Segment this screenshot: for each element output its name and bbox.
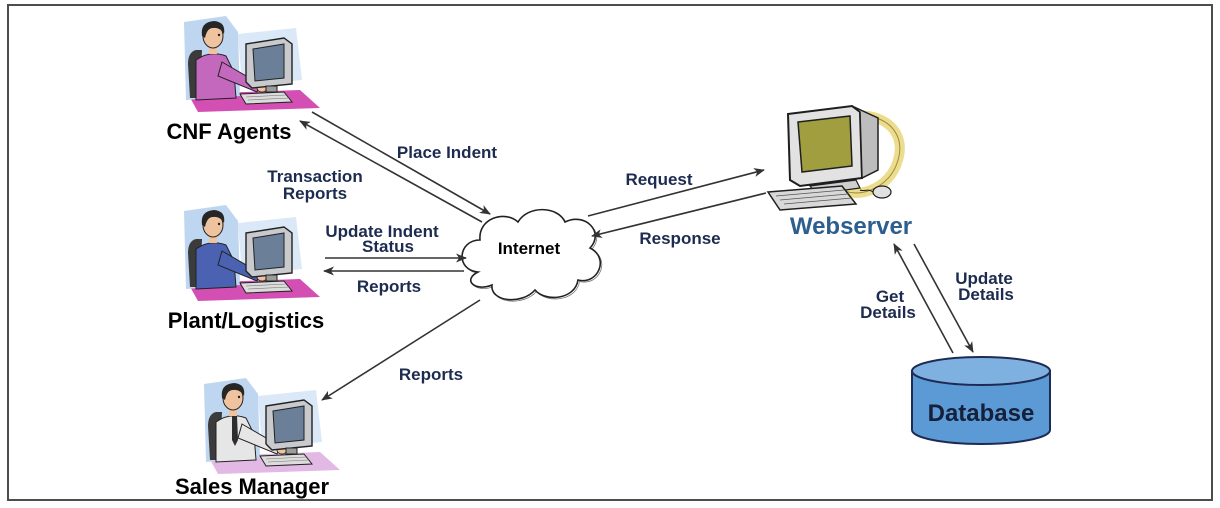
cnf-agents-label: CNF Agents: [166, 119, 291, 144]
edge-label-update-details-line-2: Details: [958, 285, 1014, 304]
edge-label-response: Response: [639, 229, 720, 248]
edge-label-get-details-line-2: Details: [860, 303, 916, 322]
internet-cloud-icon: [461, 208, 602, 301]
edge-label-sales-reports: Reports: [399, 365, 463, 384]
plant-logistics-person-at-computer-icon: [183, 204, 320, 301]
edge-label-request: Request: [625, 170, 692, 189]
arrow-response: [591, 192, 767, 238]
edge-update-indent-status: Update Indent Status: [325, 222, 467, 263]
edge-label-update-indent-status-line-1: Update Indent: [325, 222, 439, 241]
diagram-frame: [7, 4, 1213, 501]
sales-manager-label: Sales Manager: [175, 474, 330, 499]
edge-label-get-details-line-1: Get: [876, 287, 905, 306]
internet-label: Internet: [498, 239, 561, 258]
edge-label-transaction-reports-line-1: Transaction: [267, 167, 362, 186]
plant-logistics-label: Plant/Logistics: [168, 308, 324, 333]
webserver-computer-icon: [766, 104, 905, 211]
edge-sales-reports: Reports: [321, 299, 481, 401]
edge-label-update-indent-status-line-2: Status: [362, 237, 414, 256]
database-cylinder-icon: [911, 370, 1051, 445]
edge-plant-reports: Reports: [323, 266, 464, 296]
edge-place-indent: Place Indent: [311, 111, 497, 215]
arrow-update-details: [913, 243, 974, 353]
edge-label-transaction-reports-line-2: Reports: [283, 184, 347, 203]
node-cnf-agents: CNF Agents: [166, 15, 320, 144]
arrow-sales-reports: [321, 299, 481, 401]
database-label: Database: [928, 400, 1035, 427]
arrow-transaction-reports: [299, 120, 483, 223]
node-webserver: Webserver: [766, 104, 912, 240]
edge-update-details: Update Details: [913, 243, 1014, 353]
node-plant-logistics: Plant/Logistics: [168, 204, 324, 333]
edge-label-update-details-line-1: Update: [955, 269, 1013, 288]
edge-label-plant-reports: Reports: [357, 277, 421, 296]
arrow-get-details: [893, 243, 954, 354]
edge-response: Response: [591, 192, 767, 248]
arrow-place-indent: [311, 111, 491, 215]
database-top-icon: [911, 356, 1051, 386]
node-database: Database: [911, 356, 1051, 445]
edge-request: Request: [587, 168, 765, 217]
node-internet: Internet: [461, 208, 603, 302]
webserver-label: Webserver: [790, 213, 912, 240]
arrow-request: [587, 168, 765, 217]
edge-label-place-indent: Place Indent: [397, 143, 497, 162]
cnf-agents-person-at-computer-icon: [183, 15, 320, 112]
edge-transaction-reports: Transaction Reports: [267, 120, 483, 223]
sales-manager-person-at-computer-icon: [203, 377, 340, 474]
node-sales-manager: Sales Manager: [175, 377, 340, 499]
edge-get-details: Get Details: [860, 243, 954, 354]
